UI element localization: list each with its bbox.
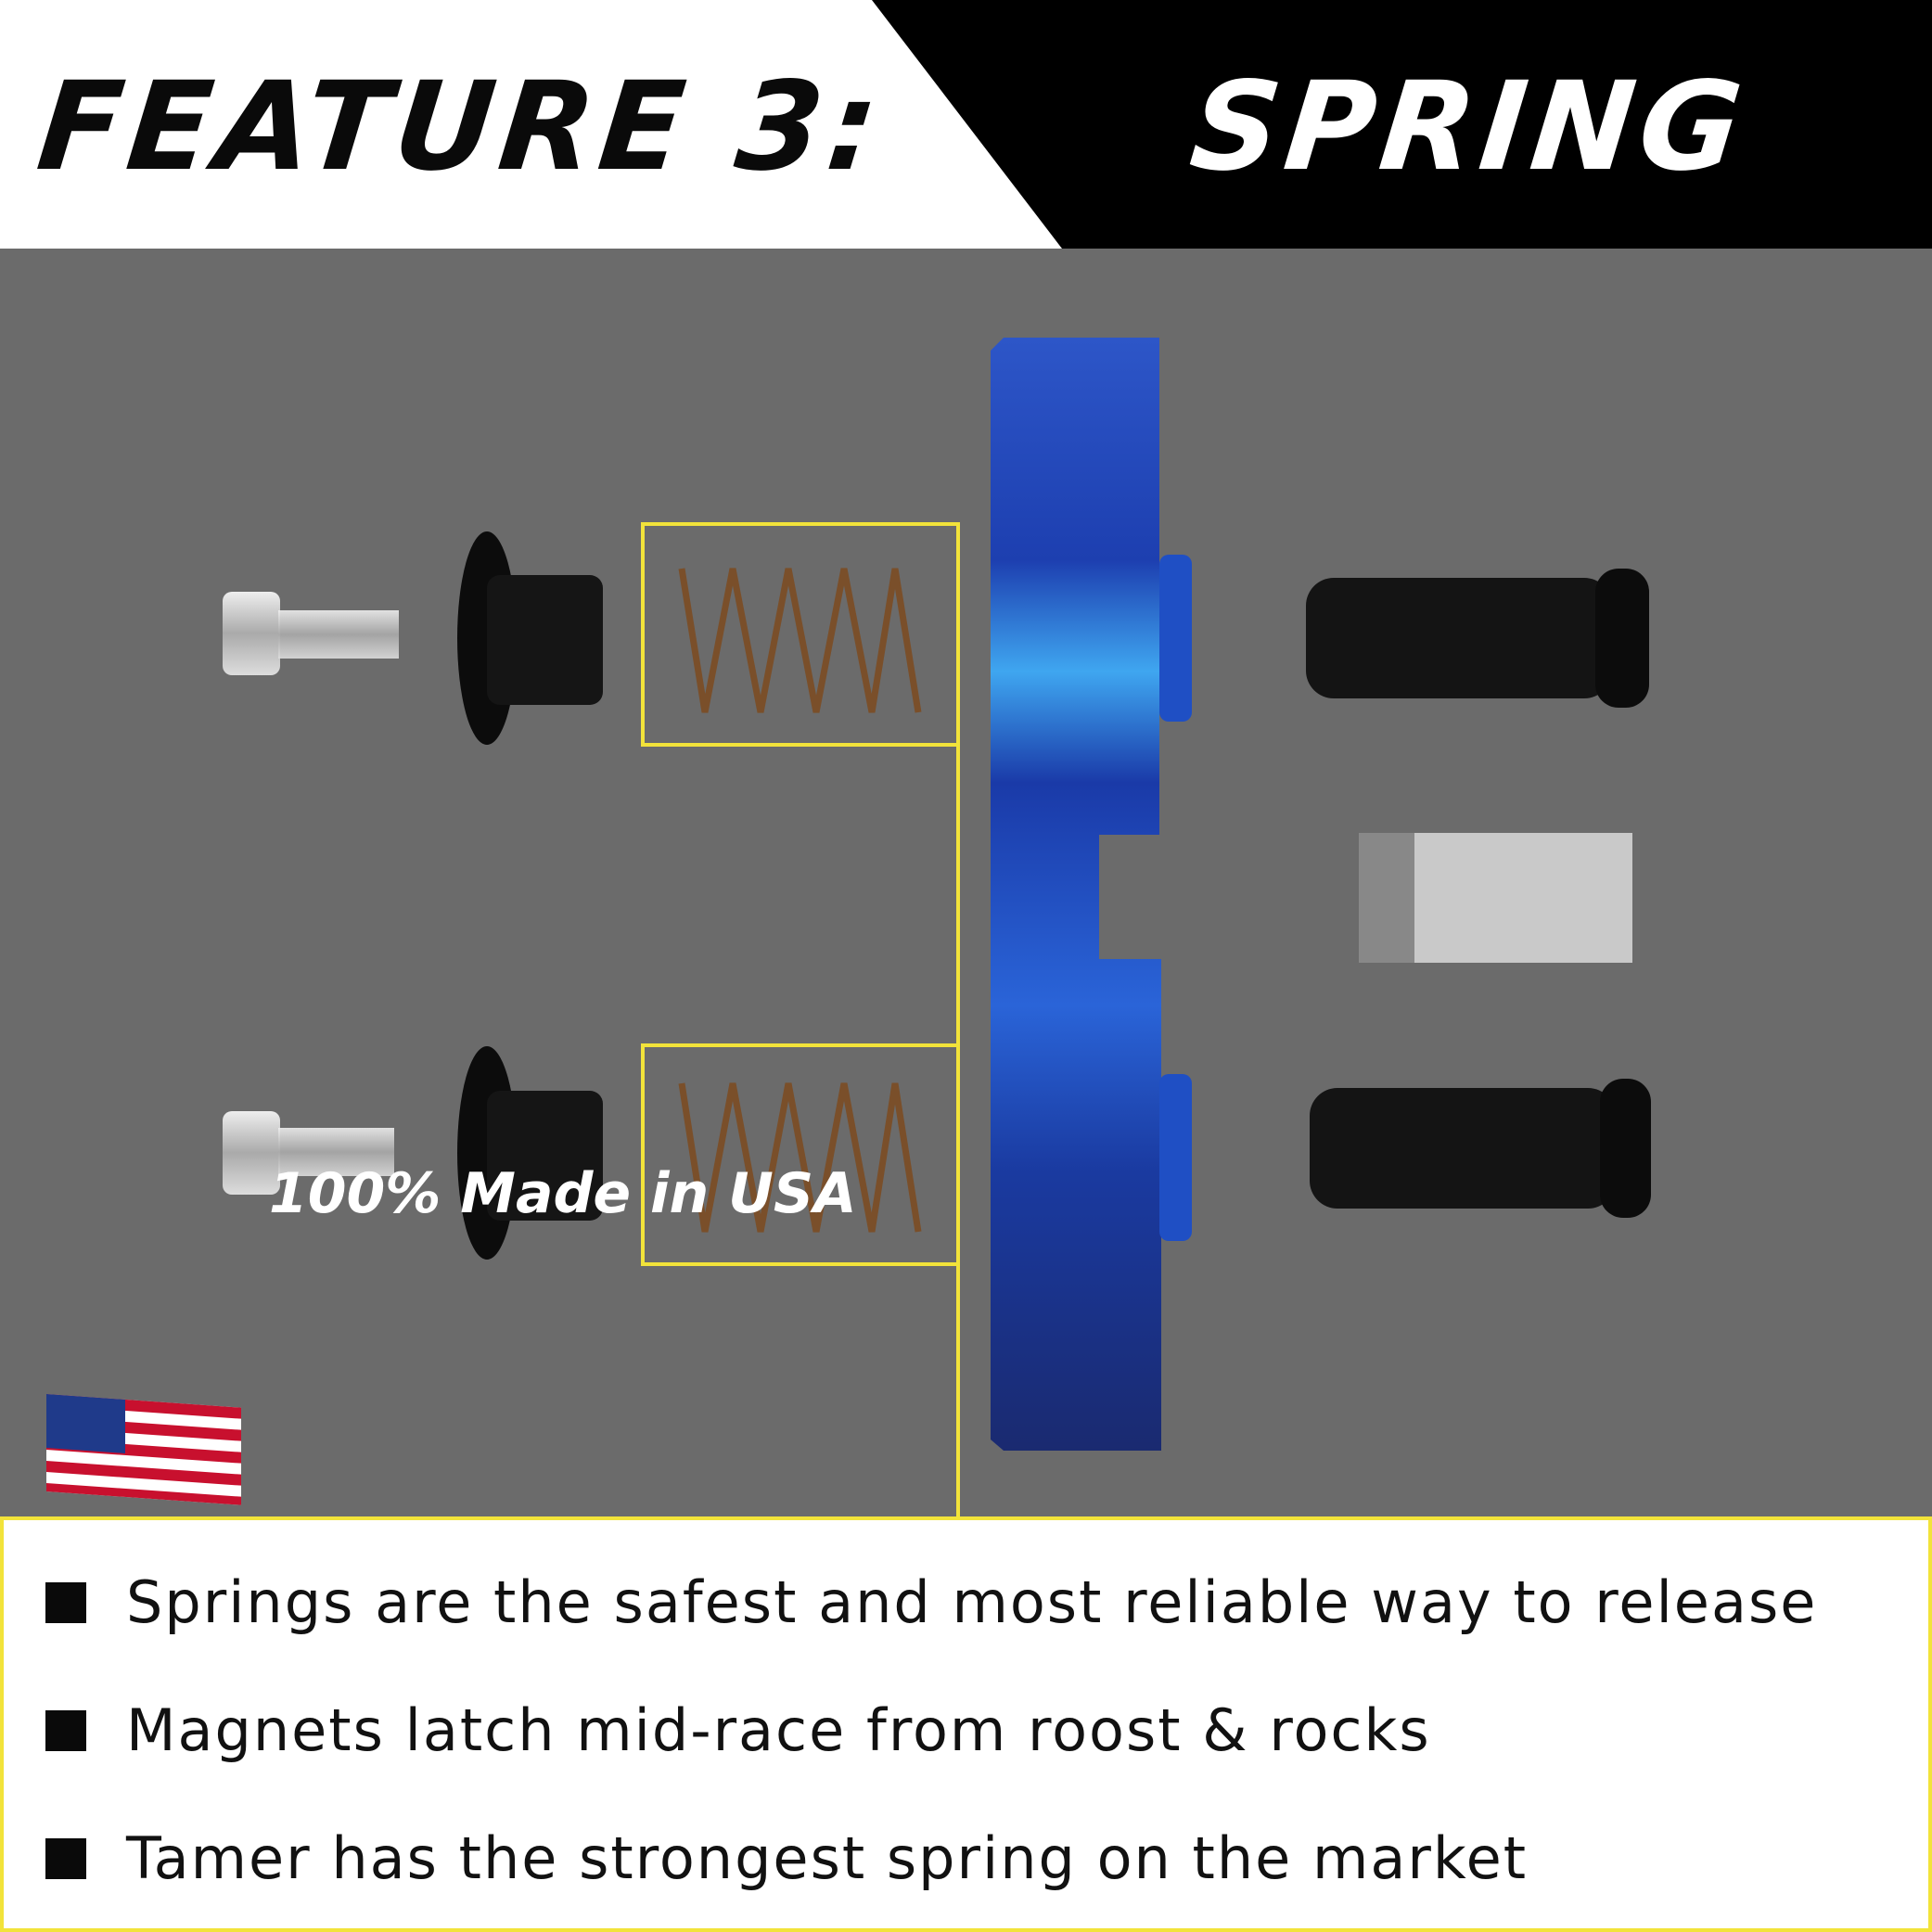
blue-bracket	[991, 338, 1192, 1451]
magnet-block	[1359, 833, 1632, 963]
header: FEATURE 3: SPRING	[0, 0, 1932, 249]
bushing-top	[457, 531, 603, 745]
spring-top	[678, 568, 922, 713]
bullet-item: Magnets latch mid-race from roost & rock…	[45, 1696, 1431, 1764]
screw-bottom	[223, 1111, 394, 1195]
bullet-item: Tamer has the strongest spring on the ma…	[45, 1824, 1528, 1892]
bullet-text: Springs are the safest and most reliable…	[126, 1568, 1818, 1636]
bullet-text: Magnets latch mid-race from roost & rock…	[126, 1696, 1431, 1764]
pin-bottom	[1310, 1079, 1651, 1218]
product-exploded-view: 100% Made in USA	[0, 249, 1932, 1516]
bullet-square-icon	[45, 1837, 86, 1879]
spring-highlight	[641, 522, 960, 1516]
pin-top	[1306, 569, 1649, 708]
made-in-usa-text: 100% Made in USA	[269, 1161, 857, 1226]
feature-bullets-panel: Springs are the safest and most reliable…	[0, 1516, 1932, 1932]
bushing-bottom	[457, 1046, 603, 1260]
bullet-text: Tamer has the strongest spring on the ma…	[126, 1824, 1529, 1892]
parts-illustration	[46, 338, 1651, 1516]
bullet-square-icon	[45, 1581, 86, 1623]
bullet-item: Springs are the safest and most reliable…	[45, 1568, 1817, 1636]
bullet-square-icon	[45, 1709, 86, 1751]
spring-bottom	[678, 1082, 922, 1233]
us-flag-icon	[46, 1394, 241, 1505]
feature-label: FEATURE 3:	[31, 56, 890, 198]
feature-name: SPRING	[1184, 56, 1754, 198]
header-black-band	[872, 0, 1932, 249]
screw-top	[223, 592, 399, 675]
